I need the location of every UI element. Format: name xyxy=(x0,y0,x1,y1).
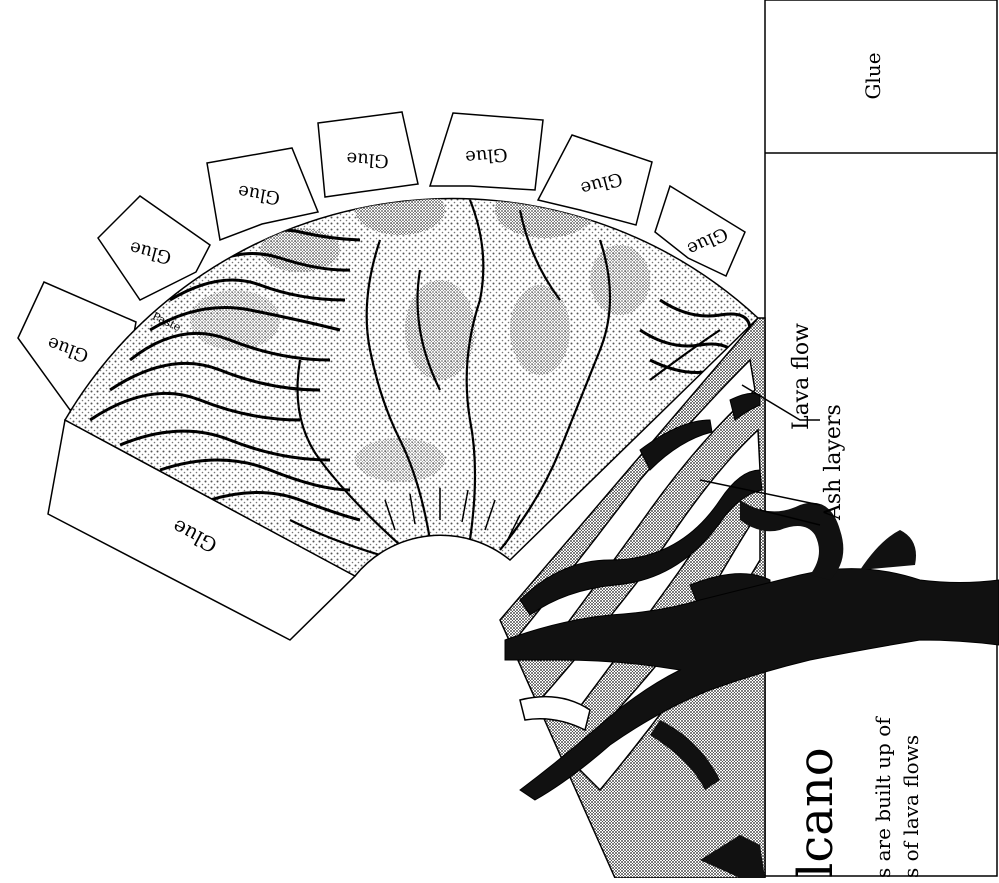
glue-tab: Glue xyxy=(318,112,418,197)
lava-flow-label: Lava flow xyxy=(789,323,814,430)
glue-tab-label: Glue xyxy=(346,148,390,172)
side-glue-label: Glue xyxy=(861,52,885,99)
description-line-1: s are built up of xyxy=(871,716,895,878)
glue-tab: Glue xyxy=(430,113,543,190)
description-line-2: s of lava flows xyxy=(899,735,923,878)
ash-layers-label: Ash layers xyxy=(821,404,846,521)
title-fragment: lcano xyxy=(788,747,844,878)
glue-tab-label: Glue xyxy=(465,144,509,168)
